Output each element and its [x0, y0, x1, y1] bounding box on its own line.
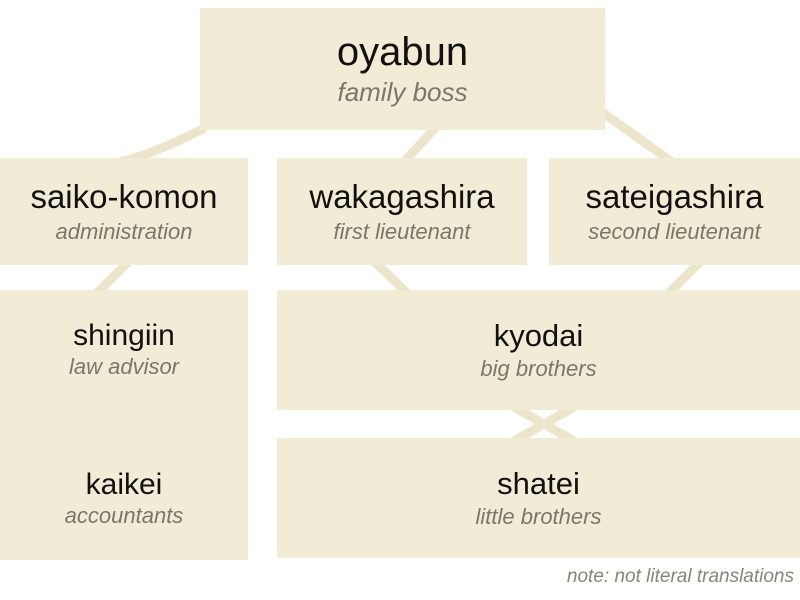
node-kaikei[interactable]: kaikei accountants: [0, 438, 248, 558]
node-kyodai[interactable]: kyodai big brothers: [277, 290, 800, 410]
node-shingiin-term: shingiin: [73, 318, 175, 352]
edge-wakagashira-kyodai: [371, 258, 412, 298]
edge-saiko-komon-shingiin: [92, 258, 132, 298]
left-column-panel: shingiin law advisor kaikei accountants: [0, 290, 248, 560]
node-shingiin-gloss: law advisor: [68, 354, 180, 380]
node-kyodai-gloss: big brothers: [480, 355, 597, 381]
edge-kyodai-shatei-b: [509, 402, 579, 446]
node-saiko-komon-gloss: administration: [55, 218, 193, 244]
edge-sateigashira-kyodai: [664, 258, 704, 298]
edge-oyabun-saiko-komon: [118, 123, 207, 167]
edge-oyabun-sateigashira: [599, 108, 675, 166]
node-wakagashira-term: wakagashira: [309, 178, 495, 216]
node-kaikei-gloss: accountants: [64, 503, 184, 529]
node-shatei-term: shatei: [497, 466, 580, 502]
node-oyabun-gloss: family boss: [337, 77, 468, 108]
node-saiko-komon-term: saiko-komon: [30, 178, 218, 216]
node-sateigashira-gloss: second lieutenant: [588, 218, 761, 244]
node-wakagashira-gloss: first lieutenant: [333, 218, 471, 244]
node-kaikei-term: kaikei: [85, 467, 163, 501]
node-shatei[interactable]: shatei little brothers: [277, 438, 800, 558]
node-oyabun-term: oyabun: [336, 30, 469, 75]
node-sateigashira[interactable]: sateigashira second lieutenant: [549, 158, 800, 265]
node-saiko-komon[interactable]: saiko-komon administration: [0, 158, 248, 265]
node-wakagashira[interactable]: wakagashira first lieutenant: [277, 158, 527, 265]
edge-oyabun-wakagashira: [400, 122, 441, 166]
node-shatei-gloss: little brothers: [475, 503, 602, 529]
footnote-note: note: not literal translations: [566, 566, 794, 587]
node-shingiin[interactable]: shingiin law advisor: [0, 290, 248, 408]
node-kyodai-term: kyodai: [493, 318, 584, 354]
node-oyabun[interactable]: oyabun family boss: [200, 8, 605, 130]
node-sateigashira-term: sateigashira: [585, 178, 764, 216]
